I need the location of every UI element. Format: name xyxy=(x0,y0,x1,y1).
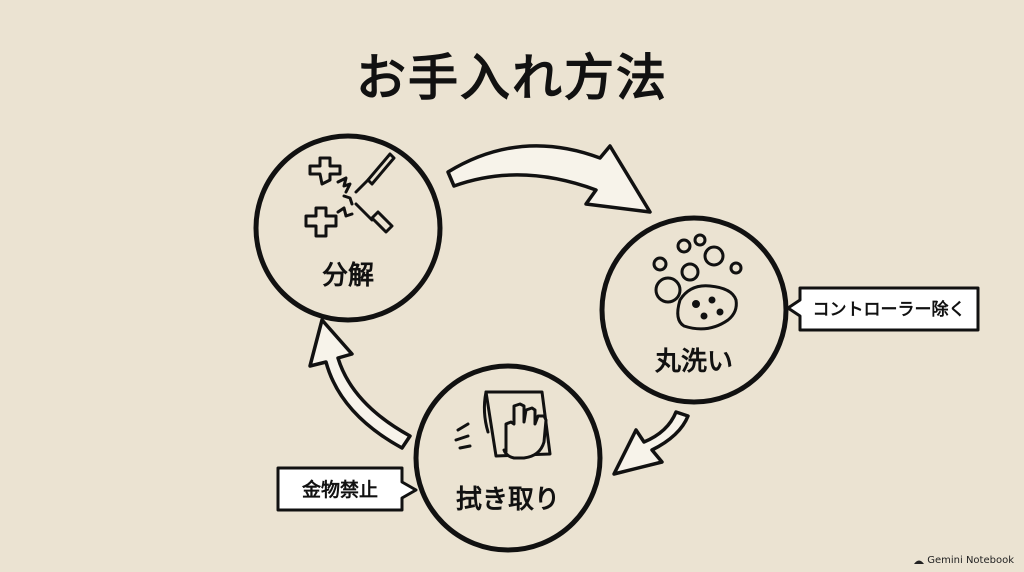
step-wipe: 拭き取り xyxy=(413,363,603,553)
step-disassemble: 分解 xyxy=(253,133,443,323)
cycle-arrow-3-to-1 xyxy=(308,318,412,450)
cycle-arrow-2-to-3 xyxy=(612,410,690,476)
callout-wipe-note-text: 金物禁止 xyxy=(301,478,378,501)
disassembly-tools-icon xyxy=(304,152,396,238)
watermark-text: Gemini Notebook xyxy=(927,555,1014,566)
callout-wipe-note: 金物禁止 xyxy=(276,466,418,512)
watermark: Gemini Notebook xyxy=(914,555,1014,566)
wiping-hand-cloth-icon xyxy=(454,390,552,460)
step-label-disassemble: 分解 xyxy=(322,261,374,291)
step-wash: 丸洗い xyxy=(599,215,789,405)
callout-wash-note: コントローラー除く xyxy=(786,286,980,332)
sponge-bubbles-icon xyxy=(652,233,743,331)
page-title: お手入れ方法 xyxy=(356,49,668,107)
cycle-arrow-1-to-2 xyxy=(446,144,652,214)
callout-wash-note-text: コントローラー除く xyxy=(813,299,966,320)
step-label-wipe: 拭き取り xyxy=(456,485,560,515)
step-label-wash: 丸洗い xyxy=(654,347,733,377)
notebook-logo-icon xyxy=(914,560,925,564)
